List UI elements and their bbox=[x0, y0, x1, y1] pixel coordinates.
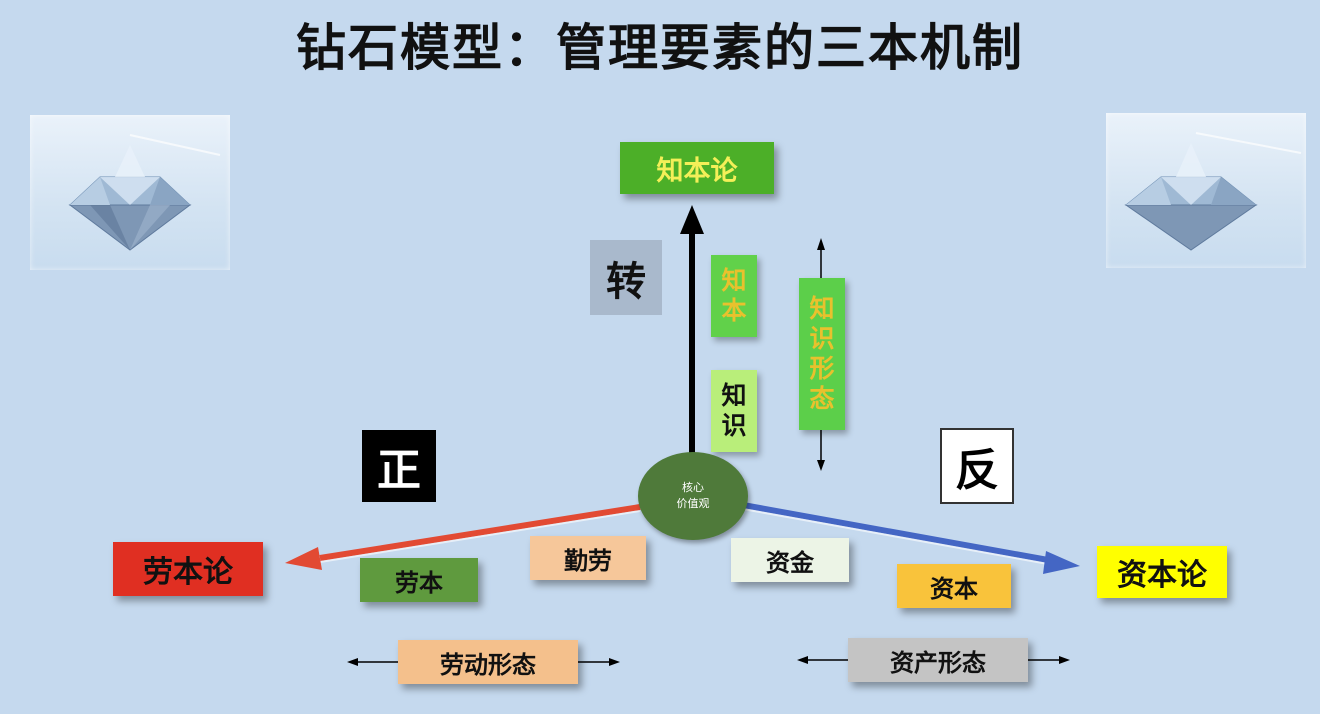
label-zhiben-char2: 本 bbox=[721, 296, 747, 325]
label-ziben: 资本 bbox=[897, 564, 1011, 608]
label-laoben: 劳本 bbox=[360, 558, 478, 602]
arrow-right-head bbox=[1043, 551, 1080, 574]
marker-zhuan: 转 bbox=[590, 240, 662, 315]
core-line1: 核心 bbox=[682, 480, 704, 494]
arrow-left bbox=[319, 504, 641, 561]
diagram-title: 钻石模型：管理要素的三本机制 bbox=[296, 19, 1024, 77]
node-laobenlun: 劳本论 bbox=[113, 542, 263, 596]
label-xingtai-char2: 识 bbox=[809, 324, 835, 353]
node-zibenlun: 资本论 bbox=[1097, 546, 1227, 598]
diamond-image-right bbox=[1106, 113, 1306, 268]
label-zichan-xingtai: 资产形态 bbox=[848, 638, 1028, 682]
label-zhishi-char1: 知 bbox=[721, 381, 747, 410]
label-laodong-xingtai: 劳动形态 bbox=[398, 640, 578, 684]
arrow-right bbox=[742, 502, 1049, 563]
diamond-image-left bbox=[30, 115, 230, 270]
label-xingtai-char1: 知 bbox=[809, 294, 835, 323]
core-line2: 价值观 bbox=[676, 497, 710, 510]
node-zhibenlun: 知本论 bbox=[620, 142, 774, 194]
label-zhishi: 知 识 bbox=[711, 370, 757, 452]
arrow-up-head bbox=[680, 205, 704, 234]
label-xingtai-char4: 态 bbox=[809, 384, 835, 413]
label-zhiben: 知 本 bbox=[711, 255, 757, 337]
label-zijin: 资金 bbox=[731, 538, 849, 582]
core-values: 核心 价值观 bbox=[638, 452, 748, 540]
label-xingtai-char3: 形 bbox=[809, 354, 835, 383]
label-zhishi-char2: 识 bbox=[721, 411, 747, 440]
marker-zheng: 正 bbox=[362, 430, 436, 502]
arrow-left-head bbox=[285, 547, 322, 570]
label-zhishi-xingtai: 知 识 形 态 bbox=[799, 278, 845, 430]
label-qinlao: 勤劳 bbox=[530, 536, 646, 580]
label-zhiben-char1: 知 bbox=[721, 266, 747, 295]
marker-fan: 反 bbox=[940, 428, 1014, 504]
